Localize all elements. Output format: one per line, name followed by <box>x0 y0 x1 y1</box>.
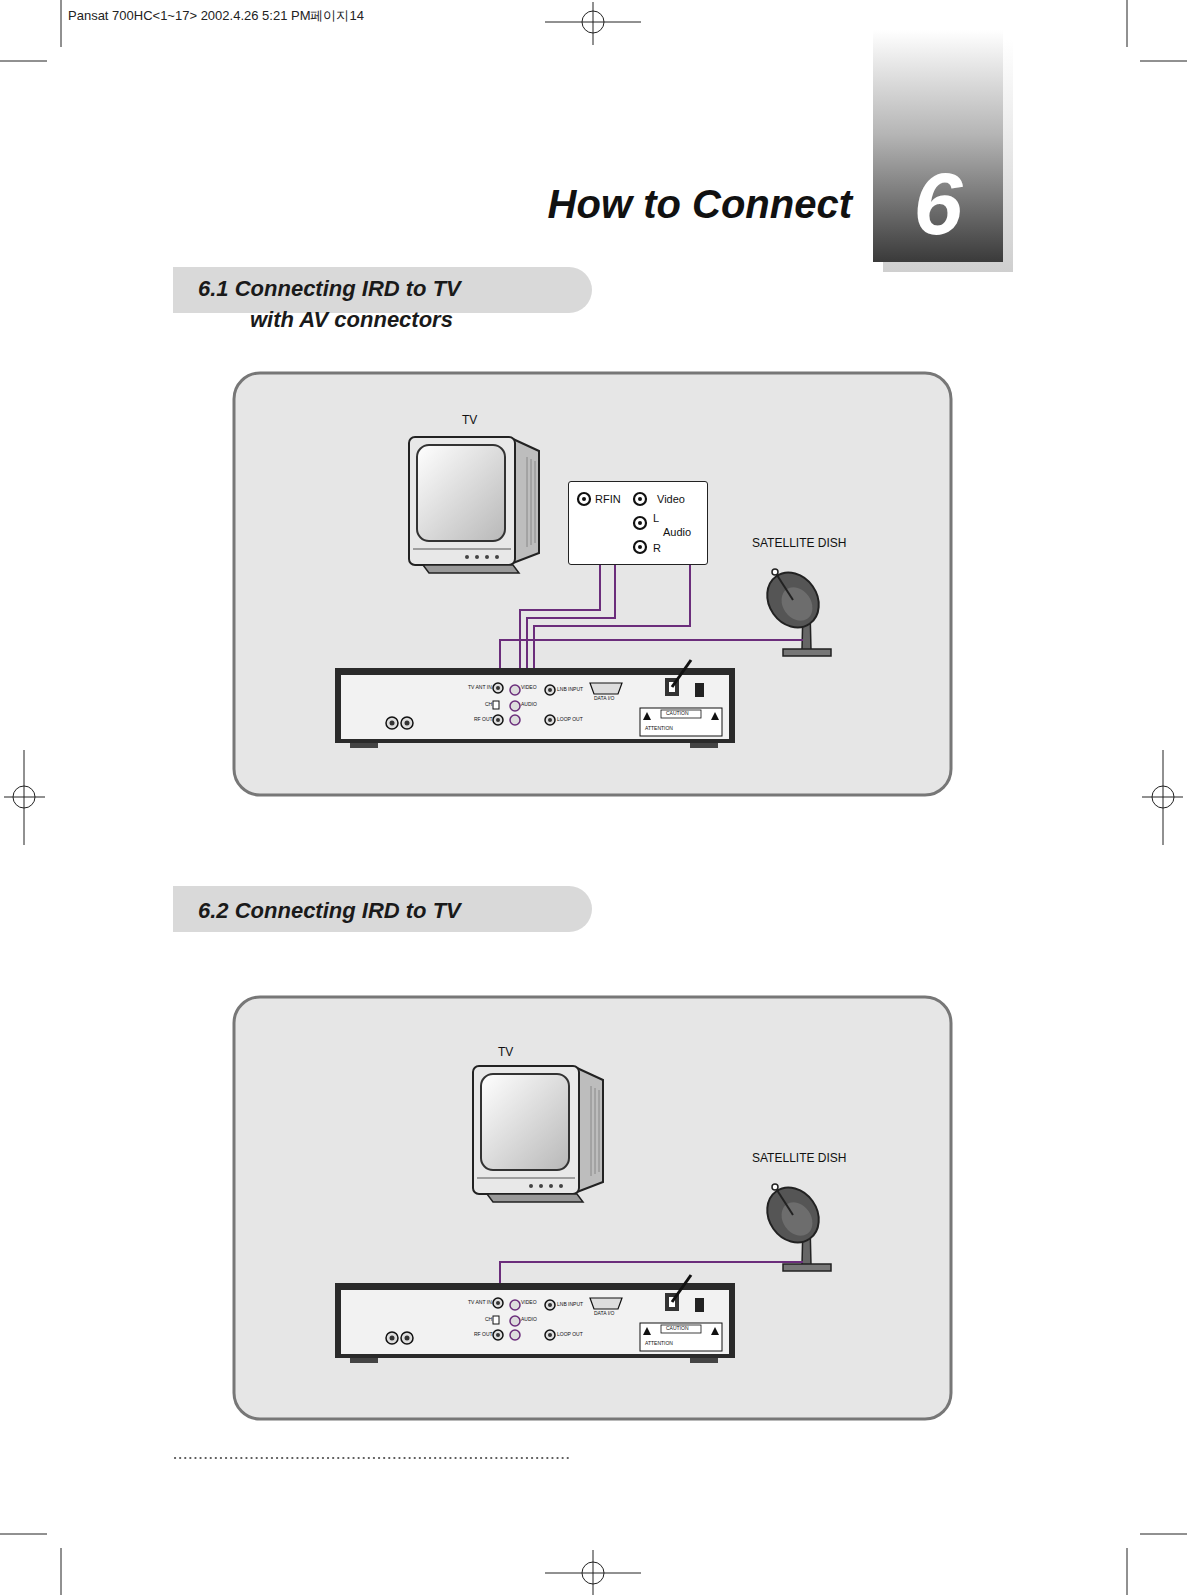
rca-jack-pin <box>638 545 642 549</box>
section-heading: 6.1 Connecting IRD to TV with AV connect… <box>198 273 490 335</box>
rca-jack <box>578 493 590 505</box>
tv-set <box>409 437 539 573</box>
jack-label: L <box>653 512 659 525</box>
tv-node: TV <box>468 1046 608 1214</box>
cable-stub <box>750 639 803 641</box>
satellite-dish <box>757 1177 831 1271</box>
footer-dots <box>175 1457 570 1459</box>
tv-node: TV <box>404 414 544 576</box>
diagram-panel <box>234 373 951 795</box>
device-label: SATELLITE DISH <box>752 537 846 551</box>
tv-set <box>473 1066 603 1202</box>
jack-label: R <box>653 542 661 555</box>
rca-jack <box>634 541 646 553</box>
receiver-node: TV ANT IN CH RF OUT VIDEO AUDIO LNB INPUT LOOP… <box>335 668 735 746</box>
panel-marking: DATA I/O <box>594 1311 614 1317</box>
rca-jack-pin <box>638 497 642 501</box>
panel-marking: RF OUT <box>474 717 493 723</box>
receiver-node: TV ANT IN CH RF OUT VIDEO AUDIO LNB INPUT LOOP… <box>335 1283 735 1361</box>
rca-jack <box>634 493 646 505</box>
section-heading: 6.2 Connecting IRD to TV <box>198 895 461 926</box>
panel-marking: DATA I/O <box>594 696 614 702</box>
panel-marking: AUDIO <box>521 1317 537 1323</box>
dish-node: SATELLITE DISH <box>750 1152 854 1277</box>
page-title: How to Connect <box>548 184 852 224</box>
rca-jack-pin <box>582 497 586 501</box>
panel-marking: LNB INPUT <box>557 687 583 693</box>
rca-jack-pin <box>638 521 642 525</box>
dish-node: SATELLITE DISH <box>750 537 854 662</box>
satellite-dish <box>757 562 831 656</box>
section-band <box>173 886 592 932</box>
jack-label: RFIN <box>595 493 621 506</box>
panel-marking: LOOP OUT <box>557 1332 583 1338</box>
panel-marking: VIDEO <box>521 1300 537 1306</box>
cable-stub <box>750 1261 803 1263</box>
panel-marking: TV ANT IN <box>468 1300 492 1306</box>
av-cable <box>534 565 690 668</box>
av-cable <box>527 565 615 668</box>
print-slug: Pansat 700HC<1~17> 2002.4.26 5:21 PM페이지1… <box>68 7 364 25</box>
panel-marking: ATTENTION <box>645 726 673 732</box>
chapter-block <box>873 30 1003 262</box>
av-cable <box>500 1262 750 1283</box>
receiver-back-panel <box>335 660 735 748</box>
jack-label: Video <box>657 493 685 506</box>
av-cable <box>520 565 600 668</box>
receiver-back-panel <box>335 1275 735 1363</box>
rca-jack <box>634 517 646 529</box>
chapter-number: 6 <box>873 160 1003 248</box>
panel-marking: LNB INPUT <box>557 1302 583 1308</box>
panel-marking: ATTENTION <box>645 1341 673 1347</box>
panel-marking: CH <box>485 702 492 708</box>
panel-marking: TV ANT IN <box>468 685 492 691</box>
device-label: TV <box>462 414 477 428</box>
panel-marking: VIDEO <box>521 685 537 691</box>
jack-icons <box>568 481 708 565</box>
panel-marking: LOOP OUT <box>557 717 583 723</box>
panel-marking: CH <box>485 1317 492 1323</box>
panel-marking: CAUTION <box>666 1326 689 1332</box>
device-label: TV <box>498 1046 513 1060</box>
panel-marking: AUDIO <box>521 702 537 708</box>
device-label: SATELLITE DISH <box>752 1152 846 1166</box>
panel-marking: CAUTION <box>666 711 689 717</box>
panel-marking: RF OUT <box>474 1332 493 1338</box>
av-cable <box>500 640 750 668</box>
jack-label: Audio <box>663 526 691 539</box>
diagram-panel <box>234 997 951 1419</box>
connector-panel: RFIN VideoL AudioR <box>568 481 708 565</box>
